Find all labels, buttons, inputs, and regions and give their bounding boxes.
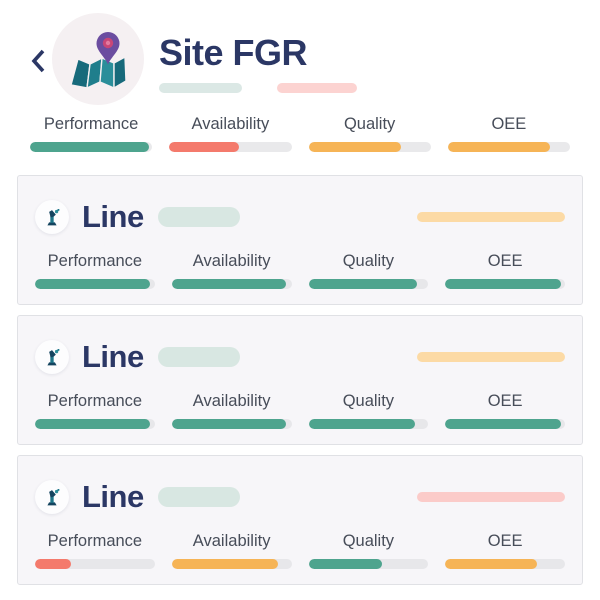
metric-fill <box>171 559 279 569</box>
metric-track <box>171 559 292 569</box>
metric-label: Availability <box>192 532 271 550</box>
line-status-pill <box>417 352 565 362</box>
metric-availability: Availability <box>171 252 292 289</box>
metric-track <box>169 142 292 152</box>
metric-track <box>35 419 155 429</box>
metric-fill <box>171 419 286 429</box>
site-avatar <box>52 13 144 105</box>
metric-track <box>445 279 565 289</box>
site-metrics: Performance Availability Quality OEE <box>30 115 570 152</box>
metric-oee: OEE <box>445 392 565 429</box>
line-metrics: Performance Availability Quality OEE <box>35 252 565 289</box>
metric-label: OEE <box>487 392 523 410</box>
metric-label: Availability <box>192 252 271 270</box>
metric-track <box>445 419 565 429</box>
metric-fill <box>35 419 150 429</box>
metric-fill <box>35 559 71 569</box>
metric-fill <box>30 142 149 152</box>
metric-label: OEE <box>487 252 523 270</box>
metric-fill <box>308 559 382 569</box>
metric-track <box>308 419 429 429</box>
metric-label: OEE <box>487 532 523 550</box>
metric-track <box>171 279 292 289</box>
metric-label: Availability <box>191 115 270 133</box>
metric-fill <box>445 559 538 569</box>
metric-fill <box>445 279 562 289</box>
metric-quality: Quality <box>308 115 431 152</box>
metric-label: Quality <box>342 532 395 550</box>
metric-oee: OEE <box>447 115 570 152</box>
metric-performance: Performance <box>35 252 155 289</box>
robot-arm-icon <box>47 489 60 506</box>
metric-label: Availability <box>192 392 271 410</box>
metric-fill <box>308 279 418 289</box>
metric-availability: Availability <box>171 392 292 429</box>
line-name-skeleton <box>157 487 240 507</box>
metric-label: Performance <box>47 532 143 550</box>
line-metrics: Performance Availability Quality OEE <box>35 392 565 429</box>
metric-track <box>308 142 431 152</box>
line-name: Line <box>82 479 144 514</box>
metric-track <box>308 559 429 569</box>
metric-track <box>30 142 153 152</box>
line-name-skeleton <box>157 347 240 367</box>
metric-fill <box>445 419 562 429</box>
line-cards: Line Performance Availability Quality <box>17 175 583 585</box>
map-location-icon <box>70 32 127 88</box>
metric-oee: OEE <box>445 252 565 289</box>
line-name: Line <box>82 339 144 374</box>
metric-track <box>35 279 155 289</box>
metric-fill <box>308 419 416 429</box>
metric-track <box>35 559 155 569</box>
line-status-pill <box>417 492 565 502</box>
metric-label: Performance <box>47 252 143 270</box>
metric-track <box>171 419 292 429</box>
metric-availability: Availability <box>169 115 292 152</box>
metric-track <box>445 559 565 569</box>
metric-performance: Performance <box>30 115 153 152</box>
line-avatar <box>35 480 69 514</box>
metric-label: Quality <box>342 392 395 410</box>
metric-track <box>447 142 570 152</box>
skeleton-pill-pink <box>277 82 357 93</box>
line-avatar <box>35 340 69 374</box>
metric-fill <box>169 142 239 152</box>
metric-quality: Quality <box>308 532 429 569</box>
metric-fill <box>447 142 551 152</box>
metric-label: Quality <box>342 252 395 270</box>
metric-performance: Performance <box>35 532 155 569</box>
line-name-skeleton <box>157 207 240 227</box>
skeleton-pill-teal <box>159 82 242 93</box>
metric-fill <box>171 279 286 289</box>
metric-fill <box>308 142 402 152</box>
metric-oee: OEE <box>445 532 565 569</box>
metric-quality: Quality <box>308 252 429 289</box>
metric-label: Quality <box>343 115 396 133</box>
robot-arm-icon <box>47 209 60 226</box>
line-avatar <box>35 200 69 234</box>
line-card-1[interactable]: Line Performance Availability Quality <box>17 175 583 305</box>
title-skeleton-pills <box>159 82 357 93</box>
chevron-left-icon <box>31 49 45 73</box>
line-card-3[interactable]: Line Performance Availability Quality <box>17 455 583 585</box>
line-metrics: Performance Availability Quality OEE <box>35 532 565 569</box>
metric-label: Performance <box>43 115 139 133</box>
line-name: Line <box>82 199 144 234</box>
metric-track <box>308 279 429 289</box>
back-button[interactable] <box>30 48 48 74</box>
metric-label: OEE <box>491 115 527 133</box>
line-status-pill <box>417 212 565 222</box>
metric-performance: Performance <box>35 392 155 429</box>
metric-fill <box>35 279 150 289</box>
robot-arm-icon <box>47 349 60 366</box>
line-card-2[interactable]: Line Performance Availability Quality <box>17 315 583 445</box>
metric-availability: Availability <box>171 532 292 569</box>
page-title: Site FGR <box>159 32 308 73</box>
site-header: Site FGR <box>0 0 600 105</box>
metric-label: Performance <box>47 392 143 410</box>
metric-quality: Quality <box>308 392 429 429</box>
